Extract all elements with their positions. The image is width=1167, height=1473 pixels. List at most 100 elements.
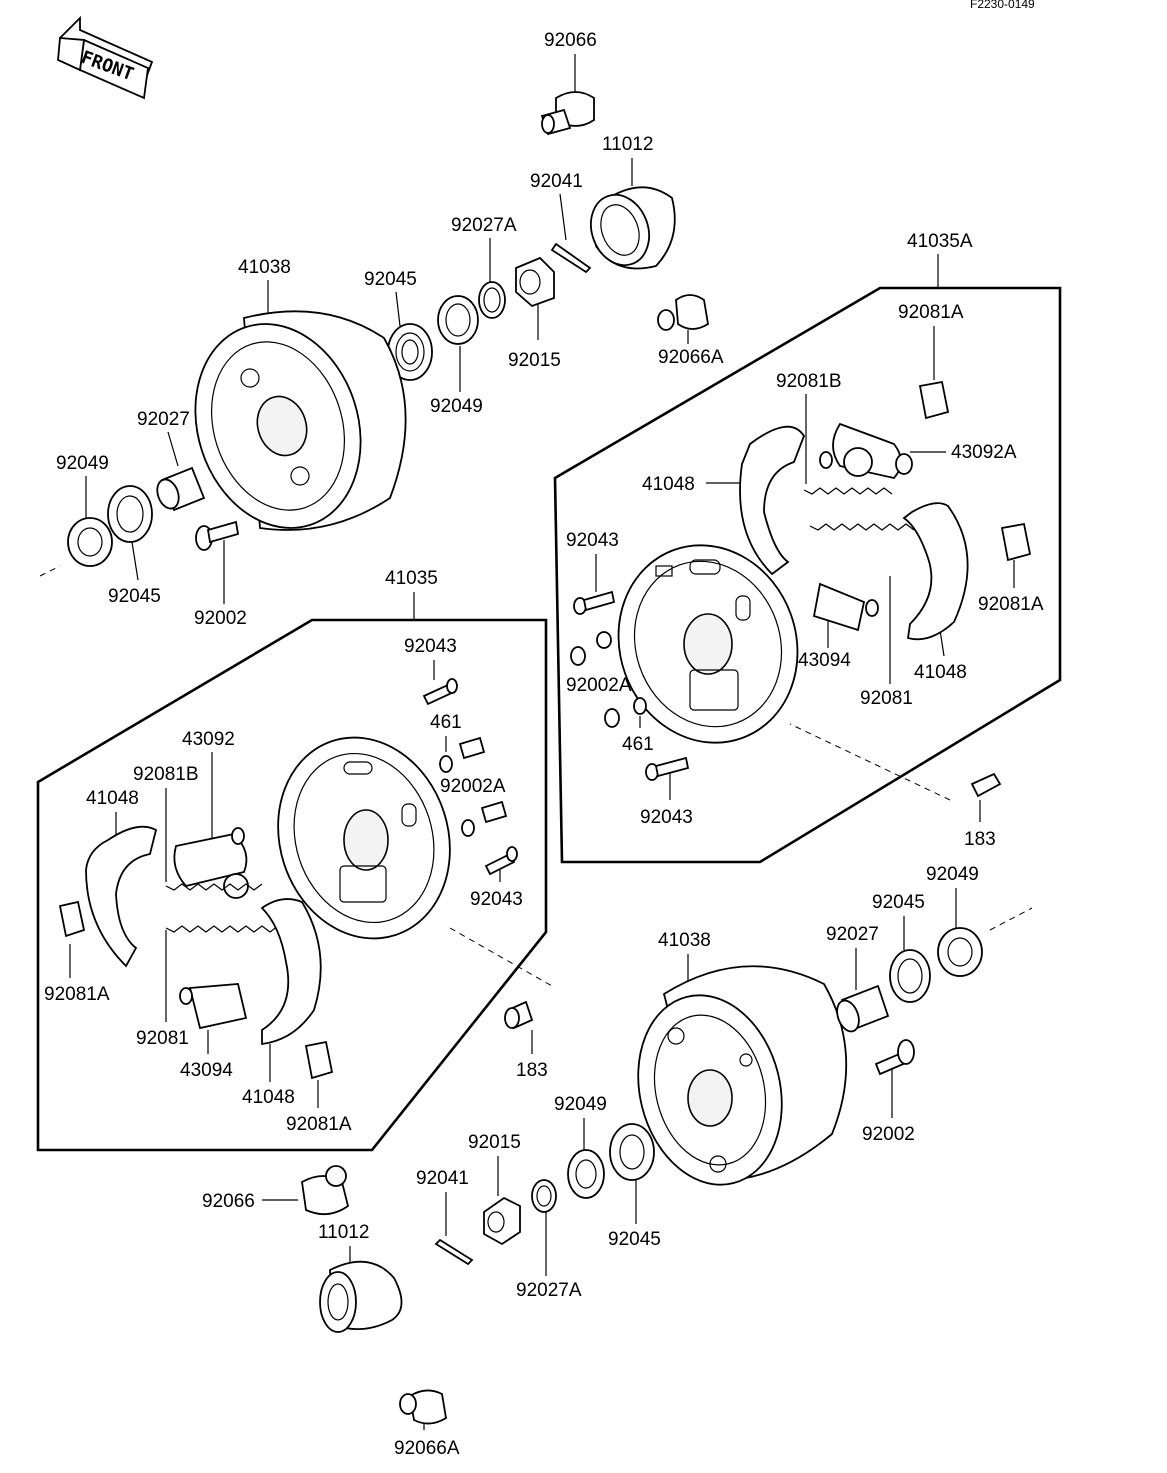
part-92081A-right-top: 92081A	[898, 302, 964, 420]
part-92041-top: 92041	[530, 171, 592, 274]
part-92045-bottom: 92045	[872, 892, 931, 1003]
label-92049-top: 92049	[430, 396, 483, 417]
part-92015-bottom: 92015	[468, 1132, 521, 1246]
label-41035A: 41035A	[907, 231, 973, 252]
part-92081A-left-2: 92081A	[286, 1040, 352, 1135]
part-11012-top: 11012	[590, 134, 676, 270]
part-92027A-top: 92027A	[451, 215, 517, 319]
label-183-right: 183	[964, 829, 996, 850]
label-92043-left-1: 92043	[404, 636, 457, 657]
part-92045-left: 92045	[107, 485, 161, 607]
part-92015-top: 92015	[508, 256, 561, 371]
part-92002A-right: 92002A	[566, 631, 632, 728]
part-92066A-bottom: 92066A	[394, 1389, 460, 1459]
label-461-left: 461	[430, 712, 462, 733]
label-92049-bottom-2: 92049	[554, 1094, 607, 1115]
label-41048-left-1: 41048	[86, 788, 139, 809]
part-92002-bottom: 92002	[862, 1039, 915, 1145]
springs-right	[803, 487, 915, 531]
part-92043-left-2: 92043	[470, 846, 523, 910]
part-92066-top: 92066	[540, 30, 597, 136]
part-92081A-right-2: 92081A	[978, 522, 1044, 615]
label-92041-top: 92041	[530, 171, 583, 192]
part-183-right: 183	[789, 723, 1002, 850]
label-11012-bottom: 11012	[318, 1222, 369, 1243]
part-92002-top: 92002	[194, 520, 247, 629]
label-43094-left: 43094	[180, 1060, 233, 1081]
label-43094-right: 43094	[798, 650, 851, 671]
part-92027A-bottom: 92027A	[516, 1179, 582, 1301]
label-92015-top: 92015	[508, 350, 561, 371]
label-41038-top: 41038	[238, 257, 291, 278]
part-92002A-left: 92002A	[440, 736, 508, 824]
part-92049-bottom-2: 92049	[554, 1094, 607, 1199]
label-183-left: 183	[516, 1060, 548, 1081]
label-461-right: 461	[622, 734, 654, 755]
label-92081B-right: 92081B	[776, 371, 842, 392]
part-41048-right-shoe-2: 41048	[902, 502, 969, 683]
label-92066-top: 92066	[544, 30, 597, 51]
assembly-box-41035A	[553, 286, 1062, 864]
part-92045-top: 92045	[364, 269, 433, 381]
label-92027A-top: 92027A	[451, 215, 517, 236]
label-92081A-left-2: 92081A	[286, 1114, 352, 1135]
part-92066A-top: 92066A	[657, 294, 724, 368]
part-92043-right-1: 92043	[566, 530, 619, 615]
part-41038-bottom-drum: 41038	[637, 930, 848, 1186]
part-43092A-wheel-cylinder: 43092A	[819, 422, 1017, 479]
part-41048-right-shoe-1: 41048	[642, 425, 806, 576]
label-92027-top: 92027	[137, 409, 190, 430]
part-92043-right-2: 92043	[640, 756, 693, 828]
part-92049-left: 92049	[56, 453, 113, 567]
label-41035: 41035	[385, 568, 438, 589]
label-92002-top: 92002	[194, 608, 247, 629]
label-92043-right-2: 92043	[640, 807, 693, 828]
label-92081A-left-1: 92081A	[44, 984, 110, 1005]
label-43092A: 43092A	[951, 442, 1017, 463]
alignment-line	[39, 565, 61, 577]
label-11012-top: 11012	[602, 134, 653, 155]
part-92081A-left-1: 92081A	[44, 900, 110, 1005]
part-92066-bottom: 92066	[202, 1165, 350, 1216]
part-461-right: 461	[622, 697, 654, 755]
label-92066-bottom: 92066	[202, 1191, 255, 1212]
springs-left	[165, 883, 279, 933]
part-92049-bottom: 92049	[926, 864, 1033, 977]
label-92045-top: 92045	[364, 269, 417, 290]
label-43092: 43092	[182, 729, 235, 750]
reference-code: F2230-0149	[970, 0, 1035, 11]
label-92081-left: 92081	[136, 1028, 189, 1049]
label-92045-bottom: 92045	[872, 892, 925, 913]
label-92045-left: 92045	[108, 586, 161, 607]
label-92081A-right-2: 92081A	[978, 594, 1044, 615]
label-92015-bottom: 92015	[468, 1132, 521, 1153]
assembly-box-41035	[36, 618, 548, 1152]
label-41048-left-2: 41048	[242, 1087, 295, 1108]
part-43094-right: 43094	[798, 582, 879, 671]
part-461-left: 461	[430, 712, 475, 837]
part-backing-plate-left	[277, 736, 553, 987]
label-92027A-bottom: 92027A	[516, 1280, 582, 1301]
label-92066A-bottom: 92066A	[394, 1438, 460, 1459]
part-43092-wheel-cylinder: 43092	[173, 729, 249, 899]
label-92041-bottom: 92041	[416, 1168, 469, 1189]
part-41038-top-drum: 41038	[194, 257, 407, 531]
part-92081-right: 92081	[860, 576, 913, 709]
part-43094-left: 43094	[179, 983, 248, 1081]
label-41038-bottom: 41038	[658, 930, 711, 951]
part-11012-bottom: 11012	[318, 1222, 403, 1333]
label-92081B-left: 92081B	[133, 764, 199, 785]
front-arrow-icon: FRONT	[57, 15, 154, 100]
part-92049-top: 92049	[430, 295, 483, 417]
label-41048-right-2: 41048	[914, 662, 967, 683]
part-41048-left-shoe-1: 41048	[85, 788, 158, 968]
label-41048-right-1: 41048	[642, 474, 695, 495]
part-backing-plate-right	[617, 544, 799, 744]
label-92049-left: 92049	[56, 453, 109, 474]
label-92002-bottom: 92002	[862, 1124, 915, 1145]
part-92041-bottom: 92041	[416, 1168, 474, 1266]
part-183-left: 183	[504, 1000, 548, 1081]
label-92049-bottom: 92049	[926, 864, 979, 885]
label-92002A-left: 92002A	[440, 776, 506, 797]
